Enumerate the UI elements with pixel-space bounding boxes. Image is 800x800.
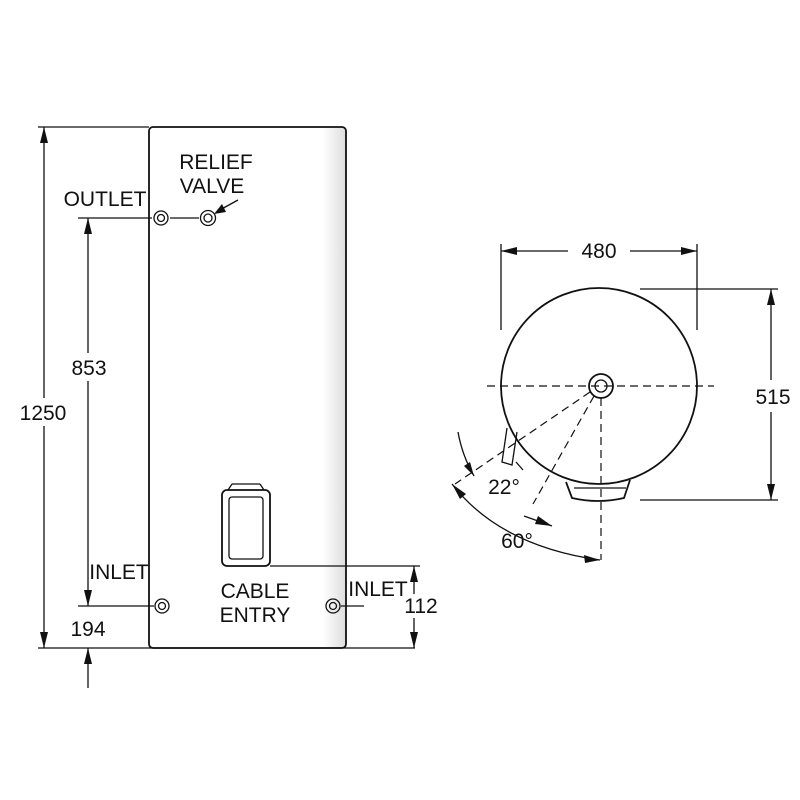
dim-diameter-arrow-left	[501, 247, 517, 255]
inlet-right-label: INLET	[348, 578, 408, 601]
angle-60-leader-arrow	[535, 516, 552, 526]
dim-inlet-height-label: 194	[70, 618, 105, 641]
dim-inlet-height-arrow	[84, 648, 92, 664]
dim-height-arrow-bottom	[40, 632, 48, 648]
outlet-label: OUTLET	[64, 188, 147, 211]
dim-inlet-outlet-arrow-top	[84, 218, 92, 234]
angle-22-arrow	[464, 462, 474, 476]
dim-diameter-label: 480	[581, 240, 616, 263]
cable-entry-label-line2: ENTRY	[220, 604, 291, 627]
angle-60-arrow-right	[584, 555, 600, 563]
angle-60-arc	[451, 483, 601, 561]
front-view: 1250 853 194 112 RELIEF VALVE OUTLET INL…	[14, 126, 438, 688]
dim-cable-entry-label: 112	[404, 595, 437, 618]
dim-height-arrow-top	[40, 127, 48, 143]
inlet-right-fitting	[325, 598, 341, 614]
plan-radial-60	[532, 395, 595, 505]
relief-valve-leader-arrow	[214, 204, 226, 214]
plan-front-cover	[565, 479, 631, 502]
inlet-left-fitting	[154, 598, 170, 614]
plan-view: 480 515 22° 60°	[451, 240, 791, 563]
cable-entry-label-line1: CABLE	[221, 580, 290, 603]
inlet-left-label: INLET	[89, 561, 149, 584]
tank-body	[148, 126, 347, 649]
plan-side-fitting	[501, 427, 518, 466]
angle-60-label: 60°	[501, 530, 533, 553]
angle-22-label: 22°	[488, 476, 520, 499]
dim-cable-entry-arrow-top	[410, 566, 418, 582]
dim-height-label-bg	[14, 398, 70, 426]
dim-inlet-outlet-label-bg	[62, 353, 114, 381]
outlet-fitting	[153, 210, 169, 226]
angle-60-arrow-left	[452, 484, 466, 499]
cable-entry-cover	[221, 483, 271, 567]
dim-depth-label: 515	[755, 386, 790, 409]
plan-radial-22	[454, 391, 591, 485]
relief-valve-label-line1: RELIEF	[179, 151, 253, 174]
angle-22-leader	[515, 461, 524, 471]
relief-valve-label-line2: VALVE	[180, 175, 245, 198]
dim-inlet-outlet-label: 853	[71, 357, 106, 380]
relief-valve-fitting	[199, 209, 217, 227]
dim-height-label: 1250	[20, 402, 67, 425]
dim-depth-arrow-bottom	[767, 484, 775, 500]
dim-diameter-arrow-right	[681, 247, 697, 255]
dim-cable-entry-arrow-bottom	[410, 632, 418, 648]
dim-depth-arrow-top	[767, 289, 775, 305]
dim-inlet-outlet-arrow-bottom	[84, 590, 92, 606]
